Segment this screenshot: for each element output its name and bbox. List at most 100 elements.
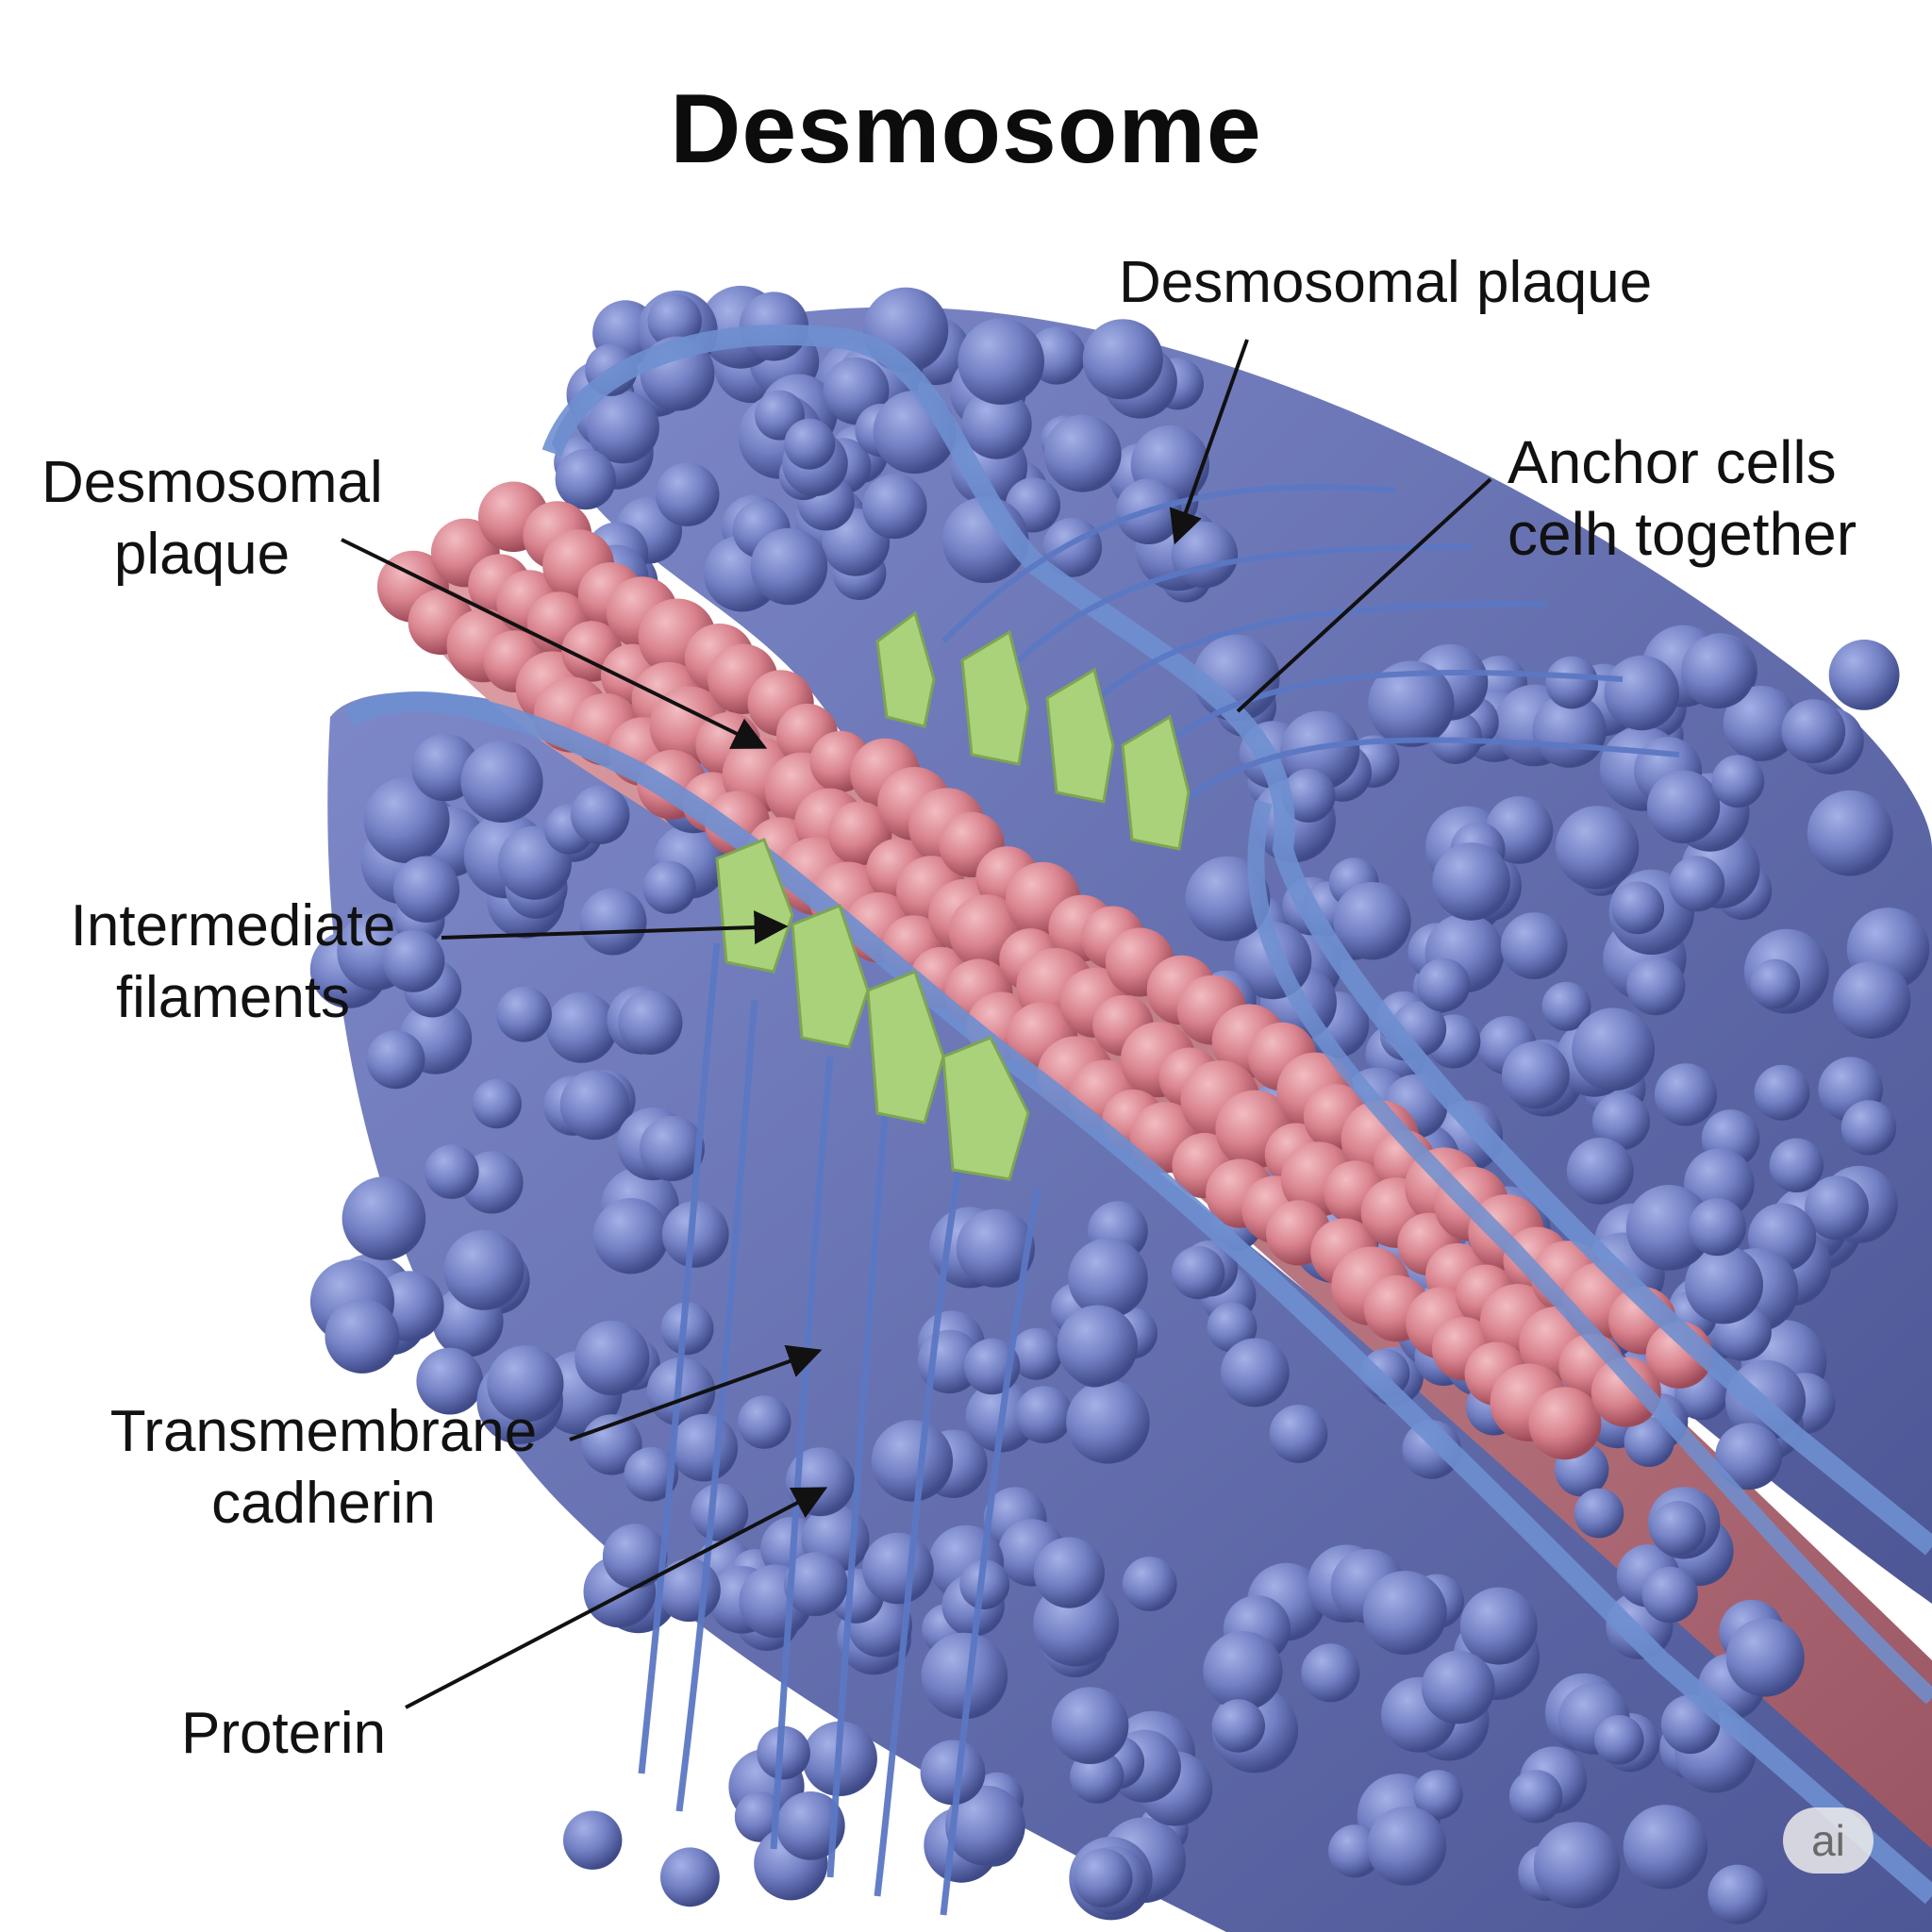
label-desmosomal-plaque-left: Desmosomal plaque [42, 447, 383, 591]
leader-anchor [1236, 477, 1492, 713]
blue-sphere [871, 1420, 954, 1502]
leader-plaque-top [1169, 339, 1249, 545]
blue-sphere [1545, 656, 1598, 709]
blue-sphere [737, 1395, 791, 1449]
blue-sphere [1650, 1501, 1707, 1557]
blue-sphere [1625, 1185, 1712, 1271]
blue-sphere [1541, 981, 1591, 1031]
blue-sphere [920, 1740, 986, 1806]
blue-sphere [1646, 770, 1721, 843]
leader-lines [341, 339, 1492, 1709]
blue-sphere [1711, 755, 1765, 808]
blue-sphere [392, 856, 460, 923]
label-desmosomal-plaque-left-line2: plaque [113, 522, 291, 587]
blue-sphere [660, 1302, 714, 1356]
blue-sphere [546, 991, 618, 1063]
blue-sphere [1769, 1138, 1824, 1193]
blue-sphere [602, 1524, 668, 1589]
blue-sphere [1281, 768, 1336, 823]
blue-sphere [425, 1144, 479, 1199]
pink-sphere [1528, 1387, 1602, 1460]
blue-sphere [1502, 1041, 1570, 1109]
blue-sphere [1707, 1864, 1768, 1924]
blue-sphere [639, 1116, 705, 1181]
blue-sphere [660, 1847, 720, 1907]
blue-sphere [575, 1320, 650, 1396]
blue-sphere [586, 391, 659, 464]
blue-sphere [921, 1632, 1008, 1720]
upper-desmosomal-plaques [875, 610, 1191, 851]
blue-sphere [1459, 1587, 1538, 1665]
blue-sphere [1604, 655, 1680, 731]
blue-sphere [1688, 1198, 1746, 1257]
label-intermediate-filaments-line2: filaments [115, 965, 351, 1030]
blue-sphere [1508, 1770, 1563, 1824]
blue-sphere [1566, 1138, 1634, 1205]
blue-sphere [1572, 1008, 1656, 1091]
blue-sphere [1333, 882, 1411, 960]
blue-sphere [670, 1413, 739, 1482]
blue-sphere [1592, 1092, 1650, 1151]
blue-sphere [945, 1785, 1025, 1866]
blue-sphere [784, 1552, 848, 1617]
lower-intermediate-filaments [638, 942, 1041, 1916]
blue-sphere [1432, 842, 1510, 921]
blue-sphere [642, 860, 696, 914]
blue-sphere [691, 1483, 749, 1541]
blue-sphere [563, 1810, 623, 1870]
blue-sphere [959, 1559, 1010, 1609]
blue-sphere [571, 785, 630, 844]
blue-sphere [1840, 1100, 1897, 1156]
label-intermediate-filaments: Intermediate filaments [58, 891, 408, 1034]
blue-sphere [1066, 1380, 1150, 1464]
blue-sphere [1654, 1063, 1718, 1126]
blue-sphere [555, 449, 616, 510]
leader-intermediate [441, 910, 789, 945]
blue-sphere [1715, 1423, 1782, 1491]
blue-sphere [1555, 806, 1640, 890]
blue-sphere [1172, 1245, 1225, 1300]
blue-sphere [1669, 856, 1725, 912]
blue-sphere [1073, 1848, 1133, 1907]
blue-sphere [1413, 1770, 1463, 1820]
blue-sphere [961, 389, 1032, 459]
pink-sphere [1591, 1357, 1661, 1427]
blue-sphere [1750, 958, 1801, 1009]
blue-sphere [1828, 640, 1900, 710]
label-transmembrane-cadherin-line2: cadherin [211, 1471, 436, 1536]
blue-sphere [1082, 319, 1163, 400]
blue-sphere [1051, 1687, 1129, 1764]
blue-sphere [1171, 521, 1239, 589]
diagram-title: Desmosome [670, 75, 1262, 184]
blue-sphere [757, 1725, 810, 1780]
blue-sphere [1421, 1650, 1495, 1724]
label-transmembrane-cadherin: Transmembrane cadherin [92, 1396, 555, 1540]
blue-sphere [1015, 1386, 1074, 1443]
blue-sphere [1057, 1305, 1139, 1386]
blue-sphere [1681, 634, 1756, 708]
blue-sphere [325, 1298, 400, 1374]
blue-sphere [1500, 912, 1568, 979]
blue-sphere [647, 293, 702, 348]
blue-sphere [750, 527, 828, 606]
label-anchor-cells-line1: Anchor cells [1507, 428, 1837, 496]
blue-sphere [624, 1447, 679, 1502]
blue-sphere [1301, 1643, 1360, 1703]
blue-sphere [618, 990, 683, 1055]
blue-sphere [1754, 1064, 1810, 1121]
blue-sphere [661, 1200, 729, 1268]
leader-plaque-left [341, 538, 768, 749]
blue-sphere [655, 462, 720, 526]
blue-sphere [416, 1347, 484, 1415]
label-protein: Proterin [181, 1698, 386, 1770]
blue-sphere [1807, 790, 1893, 876]
lower-membrane [344, 691, 1932, 1905]
blue-sphere [1207, 1302, 1257, 1353]
label-desmosomal-plaque-left-line1: Desmosomal [42, 450, 383, 515]
blue-sphere [1362, 1571, 1447, 1656]
blue-sphere [1010, 1327, 1063, 1380]
blue-sphere [862, 474, 927, 540]
blue-sphere [1641, 1566, 1698, 1624]
blue-sphere [1781, 699, 1846, 764]
